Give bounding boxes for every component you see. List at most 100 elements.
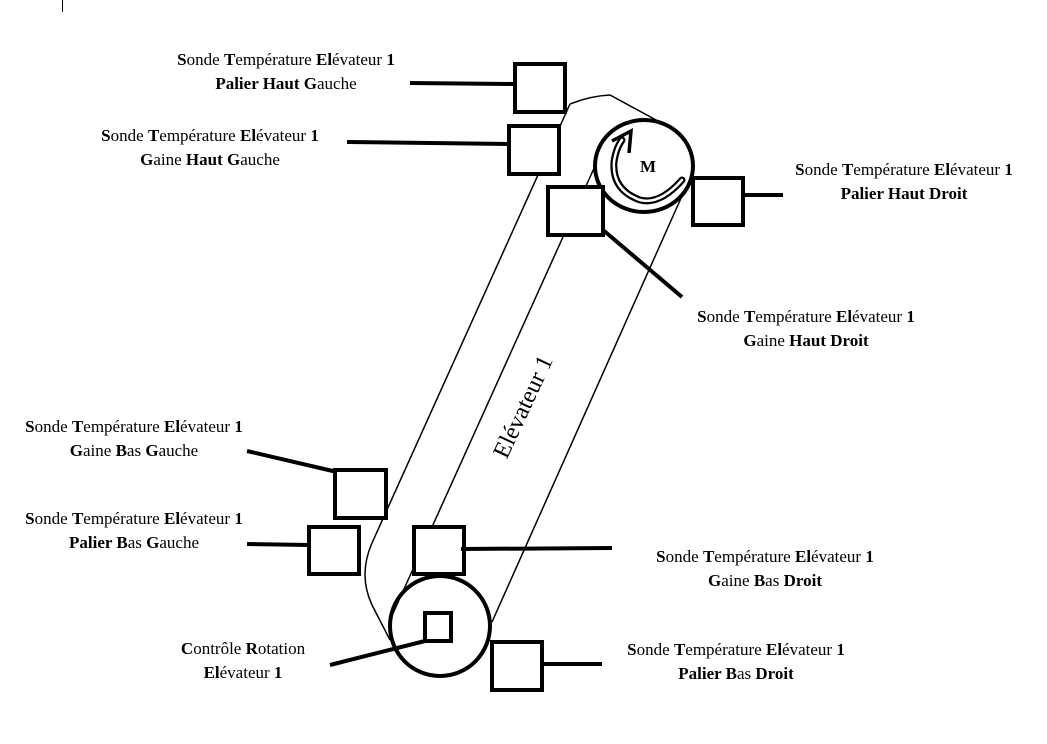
label-text-run: Palier B: [678, 664, 737, 683]
label-text-run: onde: [186, 50, 224, 69]
text-cursor: [62, 0, 63, 12]
leader-gaine-haut-gauche: [346, 140, 510, 146]
leader-gaine-bas-gauche: [246, 449, 338, 474]
label-text-run: Haut Droit: [789, 331, 869, 350]
leader-gaine-bas-droit: [460, 546, 613, 551]
label-text-run: Droit: [783, 571, 822, 590]
label-text-run: auche: [159, 533, 199, 552]
label-text-run: onde: [34, 417, 72, 436]
rotation-sensor[interactable]: [423, 611, 453, 643]
label-text-run: El: [835, 307, 853, 326]
leader-gaine-haut-droit: [601, 228, 684, 299]
sensor-palier-haut-droit[interactable]: [691, 176, 745, 227]
label-line1: Contrôle Rotation: [160, 637, 326, 661]
label-text-run: 1: [1004, 160, 1013, 179]
label-text-run: G: [145, 441, 159, 460]
label-text-run: as: [736, 664, 756, 683]
label-text-run: El: [933, 160, 951, 179]
label-text-run: empérature: [755, 307, 836, 326]
label-line2: Palier Haut Droit: [772, 182, 1036, 206]
label-text-run: empérature: [159, 126, 240, 145]
label-text-run: B: [753, 571, 766, 590]
label-line2: Palier Bas Gauche: [2, 531, 266, 555]
label-line2: Gaine Bas Gauche: [2, 439, 266, 463]
label-text-run: G: [743, 331, 757, 350]
label-text-run: aine: [756, 331, 790, 350]
leader-controle-rotation: [329, 639, 426, 667]
label-text-run: R: [245, 639, 258, 658]
label-text-run: G: [140, 150, 154, 169]
sensor-gaine-haut-gauche[interactable]: [507, 124, 561, 176]
label-text-run: El: [163, 417, 181, 436]
label-text-run: empérature: [83, 509, 164, 528]
label-line1: Sonde Température Elévateur 1: [2, 507, 266, 531]
label-gaine-haut-droit: Sonde Température Elévateur 1 Gaine Haut …: [674, 305, 938, 353]
sensor-palier-bas-droit[interactable]: [490, 640, 544, 692]
label-text-run: évateur: [811, 547, 866, 566]
label-text-run: T: [702, 547, 715, 566]
label-text-run: 1: [310, 126, 319, 145]
label-line2: Gaine Haut Gauche: [76, 148, 344, 172]
sensor-palier-haut-gauche[interactable]: [513, 62, 567, 114]
label-text-run: S: [25, 509, 35, 528]
label-text-run: G: [69, 441, 83, 460]
motor: M: [593, 118, 695, 214]
label-line1: Sonde Température Elévateur 1: [604, 638, 868, 662]
label-text-run: 1: [865, 547, 874, 566]
label-text-run: 1: [273, 663, 283, 682]
label-text-run: S: [25, 417, 35, 436]
label-text-run: as: [765, 571, 784, 590]
sensor-gaine-bas-droit[interactable]: [412, 525, 466, 576]
label-line2: Gaine Bas Droit: [633, 569, 897, 593]
sensor-gaine-bas-gauche[interactable]: [333, 468, 388, 520]
label-text-run: Palier B: [69, 533, 128, 552]
label-text-run: évateur: [180, 417, 235, 436]
label-text-run: empérature: [685, 640, 766, 659]
label-text-run: El: [203, 663, 220, 682]
label-text-run: S: [177, 50, 187, 69]
elevator-title: Elévateur 1: [489, 352, 559, 463]
label-text-run: S: [697, 307, 707, 326]
label-text-run: onde: [34, 509, 72, 528]
label-text-run: auche: [158, 441, 199, 460]
rotation-arrowhead-icon: [611, 127, 634, 154]
sensor-palier-bas-gauche[interactable]: [307, 525, 361, 576]
label-text-run: S: [795, 160, 805, 179]
leader-palier-haut-gauche: [409, 81, 516, 86]
label-text-run: as: [126, 441, 146, 460]
label-text-run: 1: [386, 50, 395, 69]
label-text-run: empérature: [714, 547, 795, 566]
label-text-run: G: [146, 533, 160, 552]
label-text-run: T: [743, 307, 756, 326]
label-text-run: aine: [83, 441, 116, 460]
label-text-run: 1: [836, 640, 845, 659]
label-text-run: 1: [906, 307, 915, 326]
label-line2: Palier Haut Gauche: [156, 72, 416, 96]
label-text-run: Haut G: [185, 150, 241, 169]
label-text-run: onde: [804, 160, 842, 179]
label-text-run: Droit: [755, 664, 794, 683]
label-line1: Sonde Température Elévateur 1: [156, 48, 416, 72]
label-text-run: onde: [665, 547, 703, 566]
label-text-run: T: [71, 509, 84, 528]
label-text-run: évateur: [180, 509, 235, 528]
sensor-gaine-haut-droit[interactable]: [546, 185, 605, 237]
label-text-run: Palier Haut Droit: [840, 184, 968, 203]
label-text-run: G: [708, 571, 722, 590]
label-text-run: auche: [317, 74, 357, 93]
label-line1: Sonde Température Elévateur 1: [674, 305, 938, 329]
label-text-run: T: [841, 160, 854, 179]
leader-palier-bas-gauche: [246, 542, 310, 547]
label-text-run: T: [147, 126, 160, 145]
label-text-run: empérature: [83, 417, 164, 436]
label-text-run: aine: [721, 571, 754, 590]
label-text-run: évateur: [852, 307, 907, 326]
label-text-run: otation: [257, 639, 306, 658]
